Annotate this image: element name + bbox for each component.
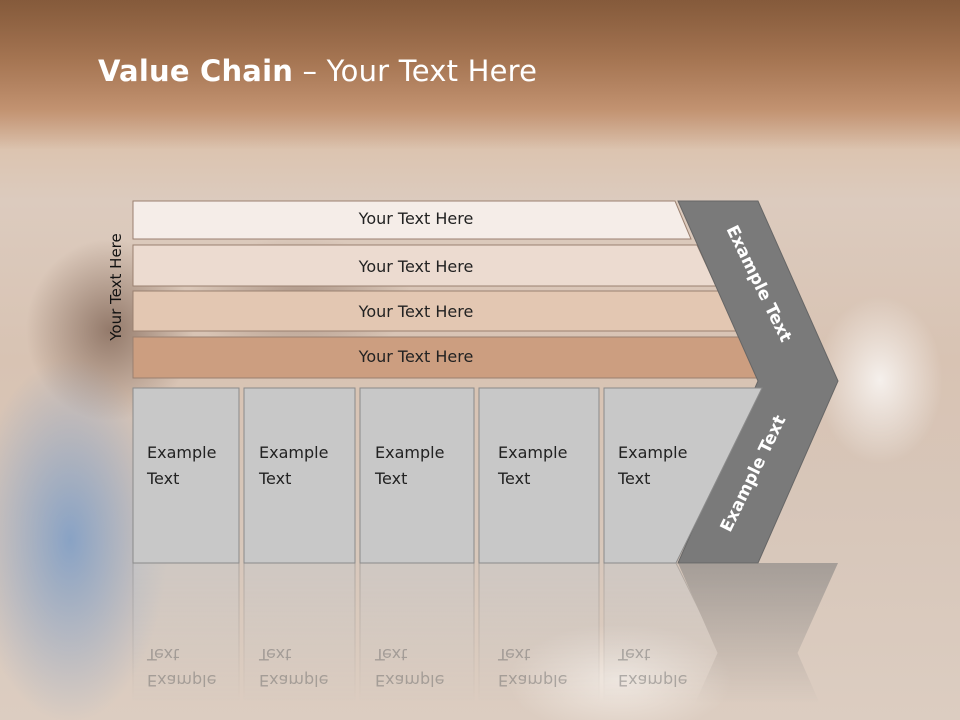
- slide-title: Value Chain – Your Text Here: [98, 54, 538, 88]
- primary-cell-1-line1: Example: [147, 443, 216, 462]
- support-bar-4-label: Your Text Here: [358, 347, 474, 366]
- reflection-label-1: ExampleText: [146, 645, 216, 690]
- support-bar-1: [132, 200, 692, 240]
- primary-cell-4-line2: Text: [497, 469, 530, 488]
- primary-cell-3-line2: Text: [374, 469, 407, 488]
- support-bar-1-label: Your Text Here: [358, 209, 474, 228]
- primary-cell-4: [478, 387, 600, 564]
- header-band: [0, 0, 960, 150]
- reflection: [132, 562, 838, 720]
- reflection-label-4: ExampleText: [497, 645, 567, 690]
- reflection-labels: ExampleText ExampleText ExampleText Exam…: [146, 645, 687, 690]
- support-activities: Your Text Here Your Text Here Your Text …: [132, 200, 764, 379]
- primary-cell-1: [132, 387, 240, 564]
- primary-cell-3: [359, 387, 475, 564]
- primary-cell-1-line2: Text: [146, 469, 179, 488]
- primary-cell-5-line2: Text: [617, 469, 650, 488]
- primary-cell-4-line1: Example: [498, 443, 567, 462]
- reflection-label-5: ExampleText: [617, 645, 687, 690]
- support-bar-2-label: Your Text Here: [358, 257, 474, 276]
- reflection-label-3: ExampleText: [374, 645, 444, 690]
- primary-cell-3-line1: Example: [375, 443, 444, 462]
- support-bar-3-label: Your Text Here: [358, 302, 474, 321]
- primary-cell-2-line2: Text: [258, 469, 291, 488]
- primary-cell-5-line1: Example: [618, 443, 687, 462]
- reflection-label-2: ExampleText: [258, 645, 328, 690]
- primary-cell-2: [243, 387, 356, 564]
- primary-cell-2-line1: Example: [259, 443, 328, 462]
